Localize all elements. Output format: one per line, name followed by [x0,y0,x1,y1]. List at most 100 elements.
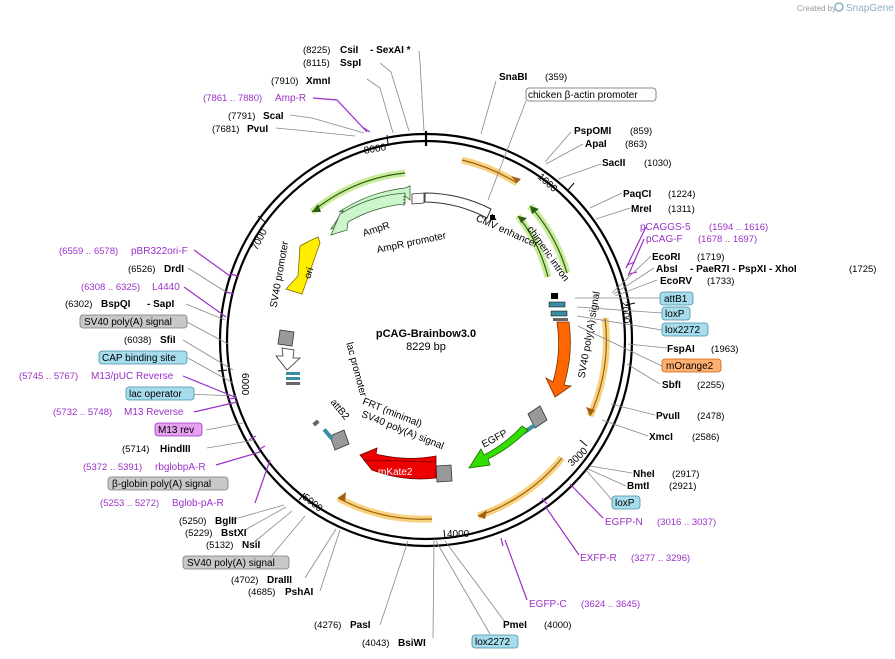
enzyme-name: DraIII [267,575,292,586]
label-pcag-f[interactable]: pCAG-F (1678 .. 1697) [646,234,757,245]
box-label: chicken β-actin promoter [528,90,638,101]
label-rbglobpa-r[interactable]: (5372 .. 5391) rbglobpA-R [83,462,206,473]
pos: (1719) [697,252,724,263]
box-sv40-polya-2[interactable]: SV40 poly(A) signal [79,314,188,329]
label-pasi[interactable]: (4276) PasI [314,620,371,631]
label-bglob-pa-r[interactable]: (5253 .. 5272) Bglob-pA-R [100,498,224,509]
primer-name: pCAGGS-5 [640,222,691,233]
feature-egfp[interactable] [468,425,529,469]
label-bglii[interactable]: (5250) BglII [179,516,237,527]
enzyme-name: XmcI [649,432,673,443]
label-ecori[interactable]: EcoRI (1719) [652,252,724,263]
label-amp-r[interactable]: (7861 .. 7880) Amp-R [203,93,306,104]
box-m13-rev[interactable]: M13 rev [154,422,203,437]
label-paqci[interactable]: PaqCI (1224) [623,189,695,200]
box-lox2272-1[interactable]: lox2272 [661,322,709,337]
label-nhei[interactable]: NheI (2917) [633,469,699,480]
box-loxp-2[interactable]: loxP [611,495,641,510]
enzyme-name: ApaI [585,139,607,150]
pos: (1733) [707,276,734,287]
enzyme-name: CsiI [340,45,359,56]
label-exfp-r[interactable]: EXFP-R (3277 .. 3296) [580,553,690,564]
box-sv40-polya-1[interactable]: SV40 poly(A) signal [182,555,290,570]
box-label: lox2272 [475,637,510,648]
feature-lac-marker [286,372,300,385]
label-apai[interactable]: ApaI (863) [585,139,647,150]
label-csii[interactable]: (8225) CsiI - SexAI * [303,45,411,56]
pos: (8225) [303,45,330,56]
primer-name: Amp-R [275,93,306,104]
label-l4440[interactable]: (6308 .. 6325) L4440 [81,282,180,293]
feature-morange2[interactable] [545,321,573,398]
feature-chimeric-intron[interactable] [490,213,497,221]
label-scai[interactable]: (7791) ScaI [228,111,284,122]
label-ecorv[interactable]: EcoRV (1733) [660,276,734,287]
feature-ampr-promoter[interactable] [403,192,425,206]
label-bsiwi[interactable]: (4043) BsiWI [362,638,426,649]
label-egfp-c[interactable]: EGFP-C (3624 .. 3645) [529,599,640,610]
pos: (1224) [668,189,695,200]
label-absi[interactable]: AbsI - PaeR7I - PspXI - XhoI (1725) [656,264,876,275]
label-snabi[interactable]: SnaBI (359) [499,72,567,83]
label-pmei[interactable]: PmeI (4000) [503,620,571,631]
label-pcaggs-5[interactable]: pCAGGS-5 (1594 .. 1616) [640,222,768,233]
label-pshai[interactable]: (4685) PshAI [248,587,314,598]
box-loxp-1[interactable]: loxP [661,306,691,321]
primer-name: Bglob-pA-R [172,498,224,509]
pos: (863) [625,139,647,150]
box-lox2272-2[interactable]: lox2272 [471,634,519,649]
label-pvuii[interactable]: PvuII (2478) [656,411,724,422]
label-xmni[interactable]: (7910) XmnI [271,76,331,87]
pos: (1311) [668,204,695,215]
box-morange2[interactable]: mOrange2 [661,358,722,373]
label-xmci[interactable]: XmcI (2586) [649,432,719,443]
enzyme-extra: - SapI [147,299,174,310]
orf-arrows [311,159,607,520]
label-sspi[interactable]: (8115) SspI [303,58,361,69]
label-bmti[interactable]: BmtI (2921) [627,481,696,492]
enzyme-name: AbsI [656,264,678,275]
label-pspomi[interactable]: PspOMI (859) [574,126,652,137]
pos: (1725) [849,264,876,275]
label-bstxi[interactable]: (5229) BstXI [185,528,247,539]
label-egfp-n[interactable]: EGFP-N (3016 .. 3037) [605,517,716,528]
enzyme-name: PmeI [503,620,527,631]
label-mrei[interactable]: MreI (1311) [631,204,695,215]
label-bspqi[interactable]: (6302) BspQI - SapI [65,299,174,310]
enzyme-name: EcoRV [660,276,692,287]
primer-name: EGFP-N [605,517,643,528]
box-label: SV40 poly(A) signal [84,317,172,328]
label-fspai[interactable]: FspAI (1963) [667,344,738,355]
box-attb1[interactable]: attB1 [659,291,694,306]
label-drdi[interactable]: (6526) DrdI [128,264,184,275]
box-lac-operator[interactable]: lac operator [125,386,195,401]
label-sbfi[interactable]: SbfI (2255) [662,380,724,391]
label-sfii[interactable]: (6038) SfiI [124,335,176,346]
label-draiii[interactable]: (4702) DraIII [231,575,292,586]
tick-label: 8000 [363,142,387,157]
enzyme-name: BstXI [221,528,247,539]
label-pbr322ori-f[interactable]: (6559 .. 6578) pBR322ori-F [59,246,188,257]
pos: (859) [630,126,652,137]
feature-mkate2[interactable] [359,447,437,480]
label-pvui[interactable]: (7681) PvuI [212,124,268,135]
label-m13-puc-reverse[interactable]: (5745 .. 5767) M13/pUC Reverse [19,371,174,382]
feature-ampr[interactable] [329,185,411,236]
box-label: lox2272 [665,325,700,336]
box-bglobin-polya[interactable]: β-globin poly(A) signal [107,476,229,491]
enzyme-name: EcoRI [652,252,681,263]
label-m13-reverse[interactable]: (5732 .. 5748) M13 Reverse [53,407,184,418]
label-sacii[interactable]: SacII (1030) [602,158,671,169]
feature-sv40-promoter[interactable] [275,329,302,371]
pos: (7861 .. 7880) [203,93,262,104]
box-chicken-actin[interactable]: chicken β-actin promoter [525,87,657,102]
pos: (1030) [644,158,671,169]
feature-ori[interactable] [285,236,321,295]
label-hindiii[interactable]: (5714) HindIII [122,444,191,455]
pos: (2255) [697,380,724,391]
pos: (5132) [206,540,233,551]
label-nsii[interactable]: (5132) NsiI [206,540,261,551]
box-cap-binding[interactable]: CAP binding site [98,350,188,365]
pos: (5229) [185,528,212,539]
feature-cmv-enhancer[interactable] [424,192,492,219]
